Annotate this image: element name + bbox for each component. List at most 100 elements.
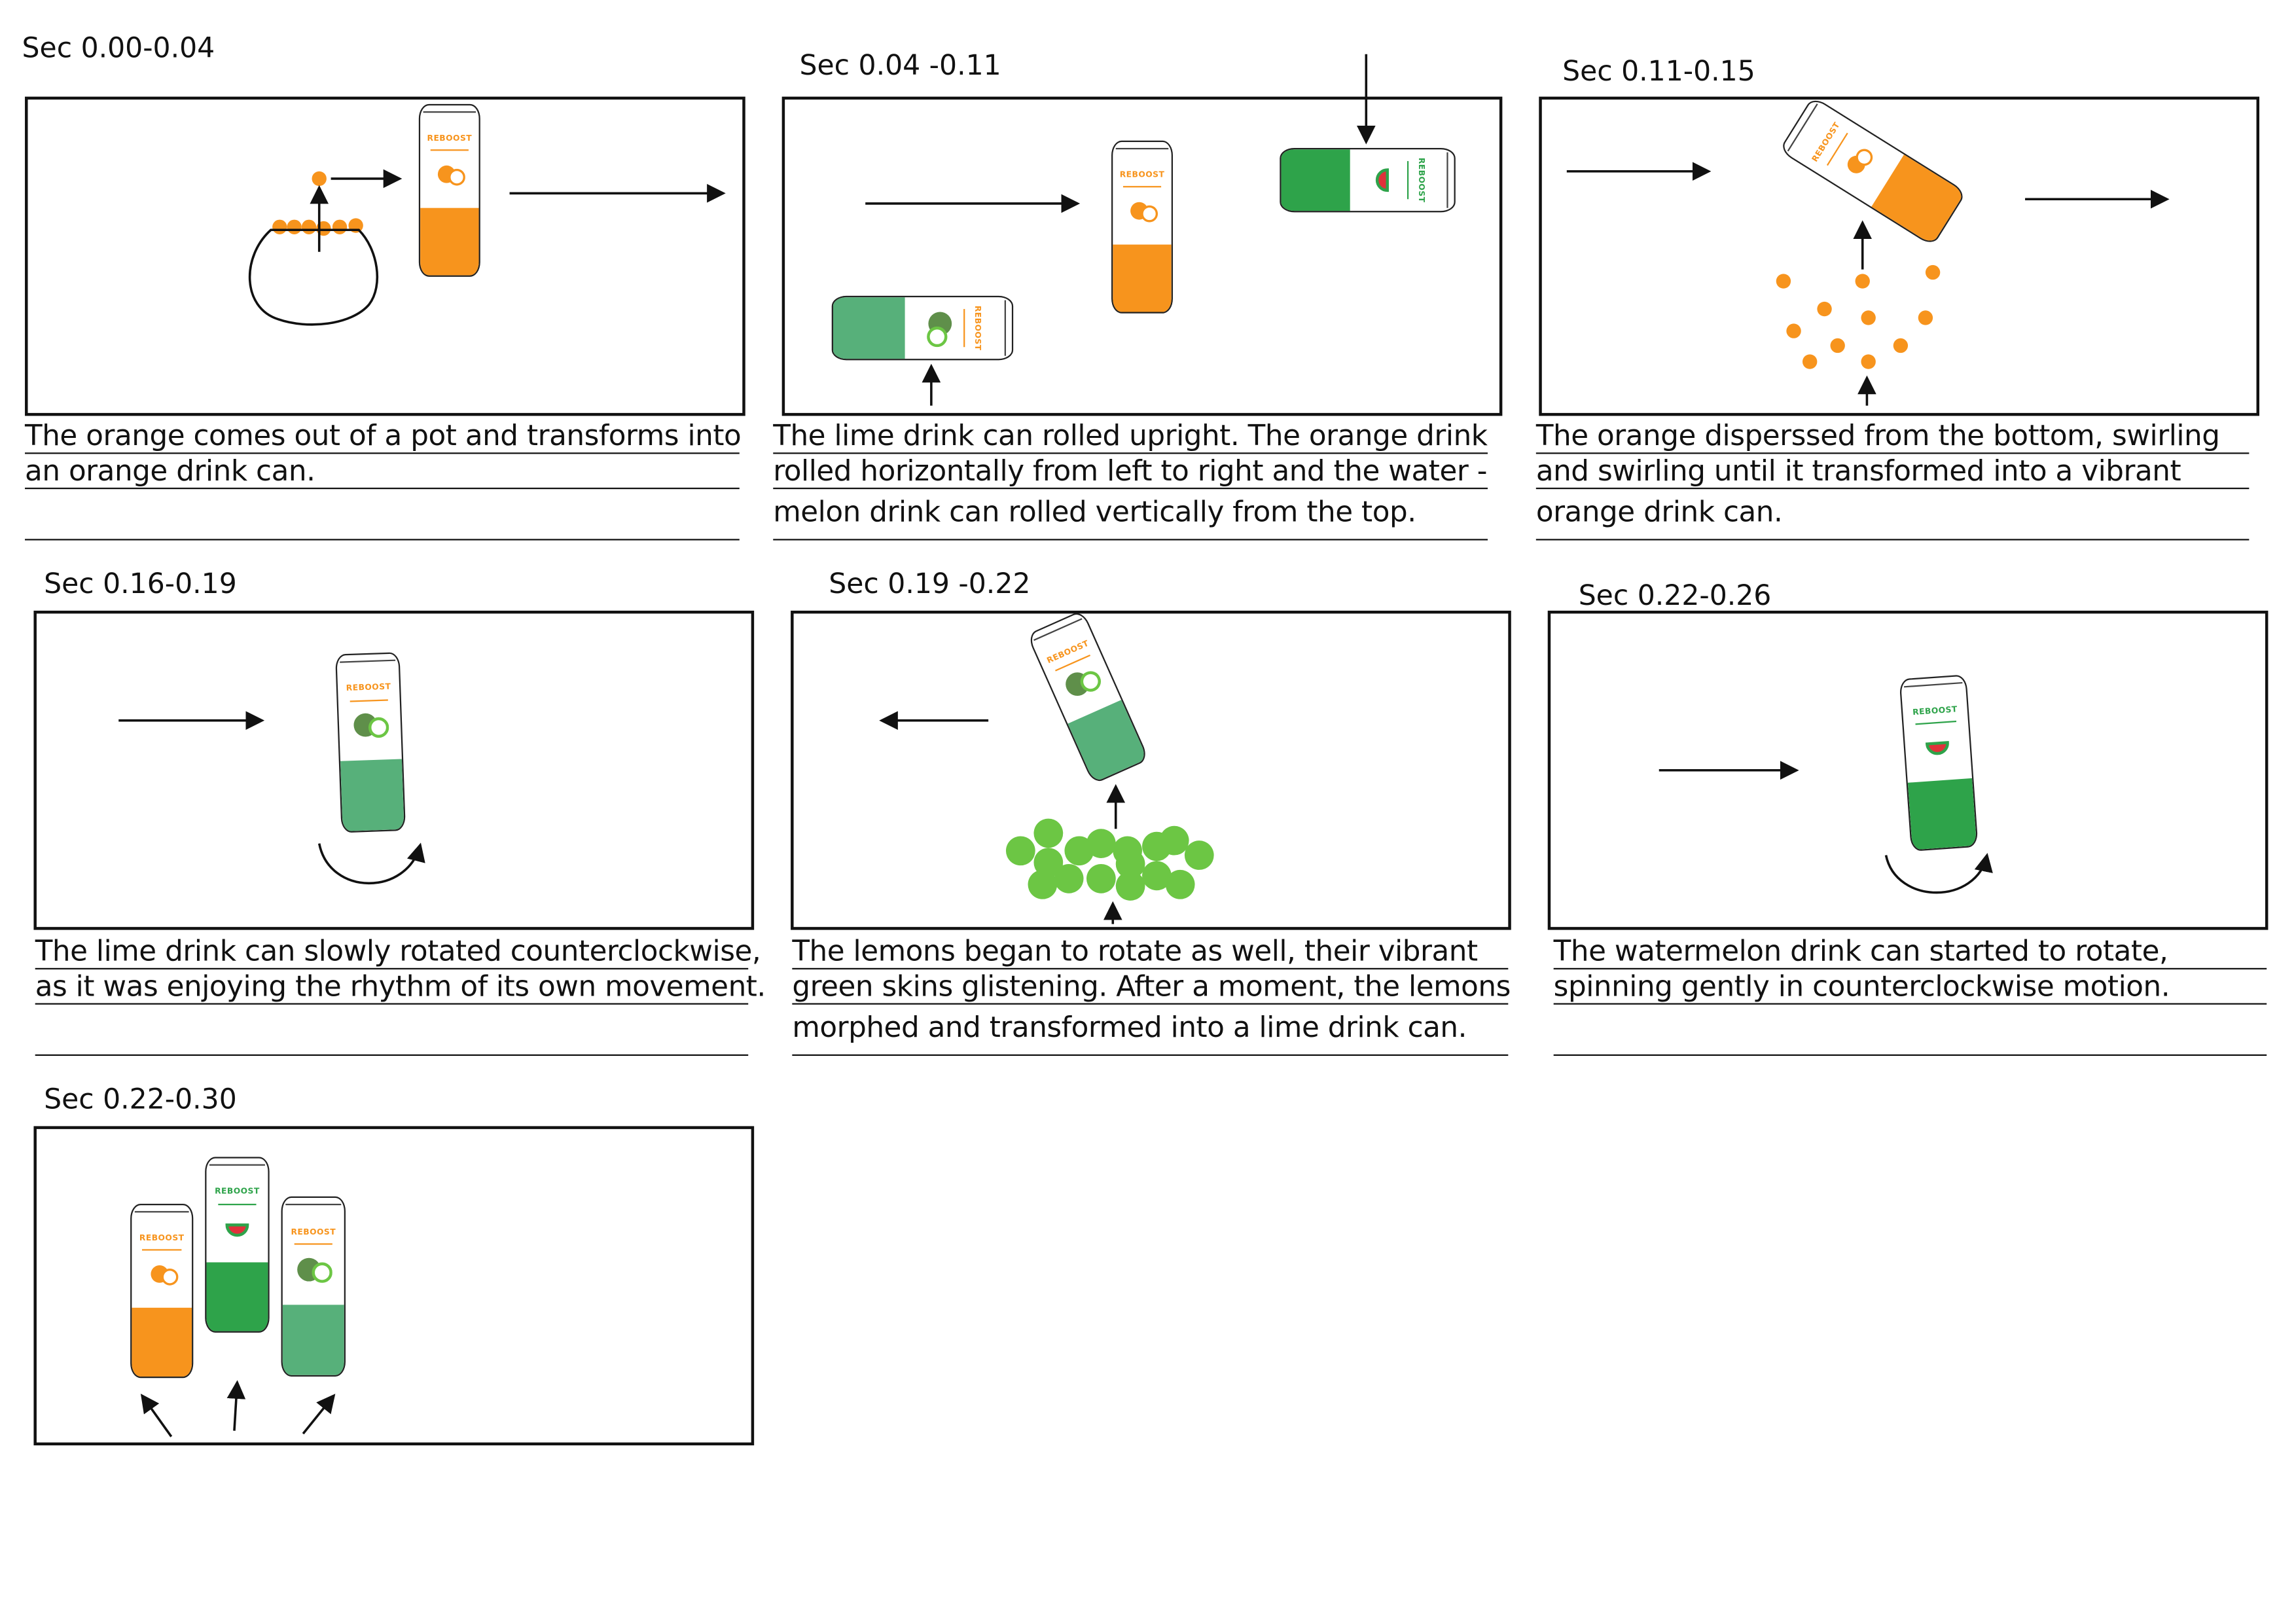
caption-rule [792,1003,1509,1005]
tagline-mark [217,1203,257,1206]
panel-7-title: Sec 0.22-0.30 [44,1083,237,1116]
brand-logo: REBOOST [291,1228,336,1237]
caption-rule [773,487,1488,490]
orange-fruit [1893,338,1909,353]
panel-1-title: Sec 0.00-0.04 [22,32,215,65]
caption-line: orange drink can. [1535,495,1783,529]
watermelon-icon [1367,167,1395,193]
caption-rule [1553,1054,2267,1056]
orange-fruit [316,221,331,236]
lime-fruit [1184,840,1214,870]
caption-rule [1553,1003,2267,1005]
watermelon-drink-can: REBOOST [1280,147,1456,213]
watermelon-icon [224,1217,250,1245]
orange-fruit [301,219,317,234]
panel-3-caption: The orange disperssed from the bottom, s… [1535,418,2250,552]
orange-drink-can: REBOOST [1778,96,1967,247]
orange-icon [1126,199,1158,228]
can-color-band [282,1304,344,1375]
orange-fruit [287,219,302,234]
can-color-band [833,297,905,359]
caption-line: melon drink can rolled vertically from t… [773,495,1416,529]
caption-rule [35,1003,749,1005]
brand-logo: REBOOST [346,683,391,695]
caption-line: The orange comes out of a pot and transf… [25,418,742,453]
lime-fruit [1115,849,1145,879]
caption-rule [773,452,1488,454]
can-color-band [206,1262,268,1331]
caption-rule [1535,539,2250,541]
orange-icon [433,162,465,192]
brand-logo: REBOOST [215,1187,260,1197]
brand-logo: REBOOST [427,134,473,143]
panel-5-frame [791,610,1511,930]
caption-line: green skins glistening. After a moment, … [792,969,1511,1003]
orange-fruit [348,218,363,233]
tagline-mark [1123,186,1161,189]
caption-rule [792,967,1509,970]
can-color-band [132,1308,192,1377]
watermelon-drink-can: REBOOST [205,1157,270,1333]
orange-fruit [1817,301,1832,317]
lime-fruit [1159,825,1189,856]
orange-fruit [1918,310,1933,325]
caption-line: The lime drink can slowly rotated counte… [35,934,761,968]
caption-rule [25,487,740,490]
can-rim [209,1164,265,1166]
caption-line: The orange disperssed from the bottom, s… [1535,418,2220,453]
orange-drink-can: REBOOST [418,103,480,277]
panel-5-title: Sec 0.19 -0.22 [829,568,1031,601]
brand-logo: REBOOST [1119,171,1165,180]
orange-fruit [1802,354,1818,369]
can-color-band [1907,778,1977,850]
orange-fruit [1861,310,1876,325]
watermelon-drink-can: REBOOST [1899,674,1979,852]
caption-rule [773,539,1488,541]
caption-line: The watermelon drink can started to rota… [1553,934,2168,968]
tagline-mark [293,1244,333,1246]
orange-fruit [332,219,348,234]
orange-fruit [1786,323,1801,338]
can-color-band [420,207,479,276]
lime-fruit [1033,848,1064,878]
caption-line: as it was enjoying the rhythm of its own… [35,969,766,1003]
tagline-mark [962,308,965,348]
brand-logo: REBOOST [1912,705,1958,717]
caption-rule [35,967,749,970]
lime-fruit [1033,818,1064,848]
orange-fruit [1855,274,1870,289]
panel-3-title: Sec 0.11-0.15 [1562,56,1755,88]
can-color-band [1113,244,1172,312]
lime-fruit [1005,836,1035,866]
brand-logo: REBOOST [973,305,982,351]
lime-drink-can: REBOOST [281,1196,346,1377]
lime-icon [295,1254,332,1291]
caption-line: and swirling until it transformed into a… [1535,454,2181,488]
caption-rule [25,539,740,541]
caption-rule [1535,487,2250,490]
orange-fruit [1861,354,1876,369]
can-rim [1903,681,1963,688]
lime-fruit [1086,829,1116,858]
tagline-mark [349,699,389,704]
panel-5-caption: The lemons began to rotate as well, thei… [792,935,1511,1068]
can-color-band [340,759,404,832]
lime-icon [350,709,389,748]
can-color-band [1281,149,1351,211]
can-rim [134,1211,189,1213]
caption-line: The lime drink can rolled upright. The o… [773,418,1488,453]
can-rim [423,111,476,113]
orange-fruit [1925,264,1941,280]
caption-rule [1535,452,2250,454]
caption-line: spinning gently in counterclockwise moti… [1553,969,2170,1003]
can-rim [285,1203,342,1206]
tagline-mark [431,149,469,153]
caption-rule [35,1054,749,1056]
lime-fruit [1086,863,1116,893]
orange-icon [146,1263,178,1292]
brand-logo: REBOOST [139,1234,185,1244]
tagline-mark [1915,721,1957,727]
caption-line: rolled horizontally from left to right a… [773,454,1488,488]
caption-rule [792,1054,1509,1056]
